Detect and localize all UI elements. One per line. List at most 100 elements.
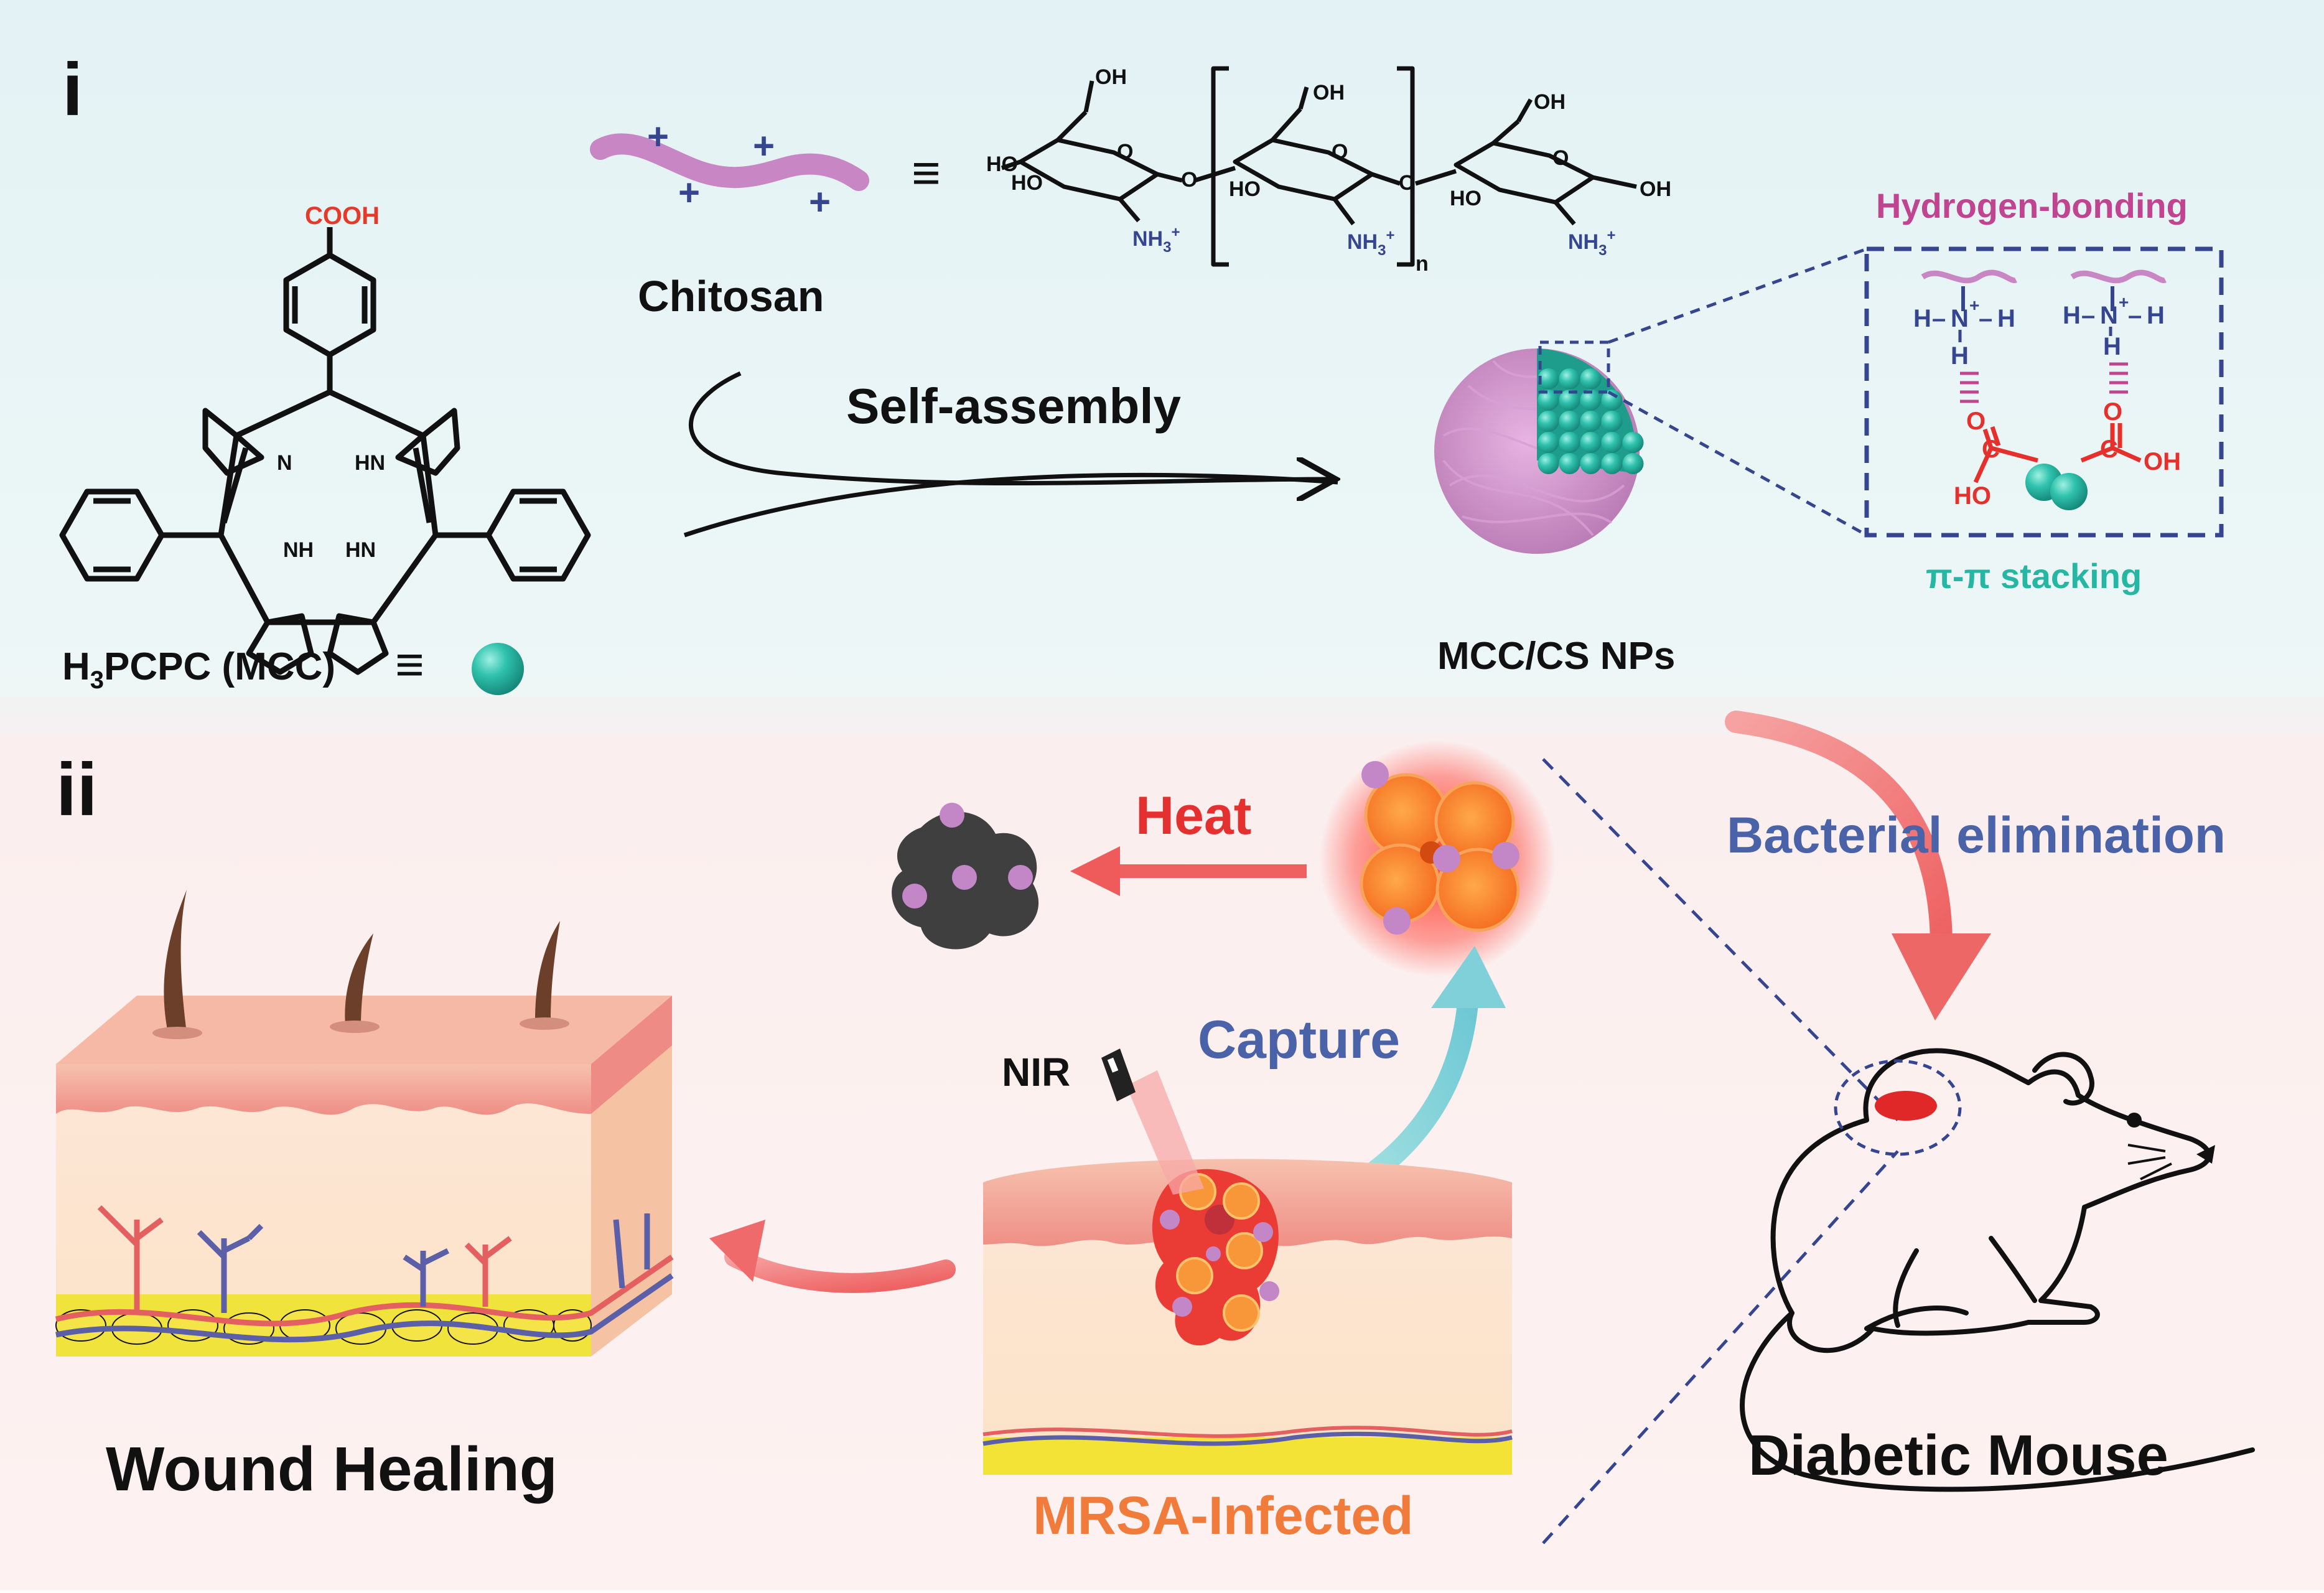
svg-text:OH: OH — [2144, 448, 2181, 475]
nanoparticle-core-sphere — [1559, 432, 1580, 453]
interaction-inset: H – N + – H H H – N + – H H — [1913, 269, 2181, 510]
interaction-inset-box — [1864, 246, 2224, 538]
svg-text:NH3+: NH3+ — [1568, 227, 1615, 259]
svg-text:–: – — [1932, 305, 1946, 332]
nanoparticle-core-sphere — [1601, 411, 1623, 432]
svg-text:NH3+: NH3+ — [1347, 227, 1394, 259]
bacterial-elimination-label: Bacterial elimination — [1727, 807, 2226, 864]
svg-text:N: N — [1951, 305, 1969, 332]
wound-healing-label: Wound Healing — [106, 1434, 558, 1504]
nanoparticle-core-sphere — [1559, 368, 1580, 390]
svg-text:C: C — [2100, 436, 2118, 463]
heat-label: Heat — [1136, 786, 1251, 846]
svg-text:H: H — [1913, 305, 1931, 332]
svg-text:+: + — [2119, 292, 2129, 312]
nanoparticle-core-sphere — [1580, 411, 1602, 432]
chitosan-amine-labels: NH3+ NH3+ NH3+ — [1132, 224, 1615, 259]
svg-text:OH: OH — [1313, 81, 1345, 105]
hydrogen-bonding-label: Hydrogen-bonding — [1876, 186, 2188, 225]
chitosan-chain-icon — [590, 133, 869, 191]
svg-text:HO: HO — [1954, 482, 1991, 510]
nanoparticle-core-sphere — [1601, 390, 1623, 411]
pyrrole-nh-label-left: NH — [283, 538, 314, 562]
mcc-label: H3PCPC (MCC) — [62, 645, 335, 694]
svg-text:H: H — [2103, 333, 2121, 360]
nanoparticle-core-sphere — [1538, 368, 1559, 390]
svg-text:NH3+: NH3+ — [1132, 224, 1180, 256]
panel-label-ii: ii — [56, 748, 98, 831]
svg-text:O: O — [1552, 146, 1569, 170]
panel-i-background — [0, 0, 2324, 716]
wound-highlight-circle — [1834, 1059, 1962, 1156]
svg-text:OH: OH — [1095, 65, 1127, 89]
svg-text:HO: HO — [1450, 187, 1482, 210]
svg-text:+: + — [809, 181, 831, 223]
nps-label: MCC/CS NPs — [1437, 635, 1675, 678]
svg-text:–: – — [2081, 302, 2095, 329]
svg-text:H: H — [2063, 302, 2081, 329]
svg-text:O: O — [1332, 140, 1348, 164]
svg-text:OH: OH — [1534, 90, 1566, 114]
chitosan-label: Chitosan — [638, 272, 824, 320]
nanoparticle-core-sphere — [1538, 411, 1559, 432]
svg-text:+: + — [647, 116, 669, 157]
teal-sphere-icon — [472, 643, 524, 695]
svg-text:N: N — [2100, 302, 2118, 329]
nanoparticle-core-sphere — [1559, 390, 1580, 411]
svg-text:O: O — [1181, 168, 1197, 192]
mouse-outline-icon — [1740, 1048, 2255, 1492]
svg-text:HO: HO — [1011, 171, 1043, 195]
svg-text:+: + — [753, 125, 775, 167]
nanoparticle-core-sphere — [1538, 432, 1559, 453]
nanoparticle-core-sphere — [1601, 432, 1623, 453]
svg-text:O: O — [1399, 171, 1415, 195]
wound-spot-icon — [1875, 1091, 1937, 1121]
nanoparticle-core-sphere — [1538, 453, 1559, 474]
svg-text:n: n — [1416, 252, 1429, 276]
dead-bacteria-cluster — [892, 803, 1039, 950]
nanoparticle-core-sphere — [1559, 411, 1580, 432]
svg-text:C: C — [1982, 436, 2000, 463]
svg-text:O: O — [1966, 408, 1986, 435]
pyrrole-hn-label: HN — [355, 451, 385, 475]
svg-text:HO: HO — [986, 152, 1018, 176]
bacterial-elimination-arrow — [1725, 711, 1953, 957]
nanoparticle-core-sphere — [1580, 368, 1602, 390]
mcc-porphyrin-structure — [59, 227, 591, 675]
nanoparticle-core-sphere — [1580, 453, 1602, 474]
self-assembly-arrow — [688, 371, 1332, 484]
mcc-equiv-symbol: ≡ — [395, 637, 424, 692]
svg-text:H: H — [1997, 305, 2015, 332]
pyrrole-n-label: N — [277, 451, 292, 475]
infected-skin-section — [982, 1159, 1513, 1475]
self-assembly-label: Self-assembly — [846, 378, 1182, 434]
svg-text:H: H — [1951, 342, 1969, 370]
nanoparticle-core-sphere — [1622, 453, 1644, 474]
nanoparticle-core-sphere — [1580, 390, 1602, 411]
svg-text:+: + — [1969, 296, 1979, 315]
svg-text:H: H — [2147, 302, 2165, 329]
capture-label: Capture — [1198, 1010, 1400, 1070]
svg-text:OH: OH — [1640, 177, 1671, 201]
nir-laser-icon — [1101, 1049, 1204, 1195]
chitosan-equiv-symbol: ≡ — [912, 145, 941, 200]
svg-text:–: – — [2128, 302, 2142, 329]
glowing-bacteria-cluster — [1319, 740, 1556, 977]
healed-skin-block — [55, 890, 674, 1357]
chitosan-structure — [1001, 66, 1637, 267]
cooh-label: COOH — [305, 202, 380, 230]
svg-text:O: O — [1117, 140, 1133, 164]
nanoparticle-core-sphere — [1601, 453, 1623, 474]
mcc-cs-nanoparticle — [1434, 348, 1644, 554]
panel-label-i: i — [62, 48, 83, 131]
chitosan-atom-labels: OH OH OH HO HO HO HO OH O O O O O n — [986, 65, 1671, 276]
nanoparticle-core-sphere — [1622, 432, 1644, 453]
nir-label: NIR — [1002, 1050, 1070, 1095]
nanoparticle-core-sphere — [1538, 390, 1559, 411]
mrsa-infected-label: MRSA-Infected — [1033, 1486, 1414, 1546]
pi-stacking-label: π-π stacking — [1926, 556, 2142, 596]
pyrrole-hn-label-right: HN — [345, 538, 376, 562]
svg-text:+: + — [678, 172, 700, 213]
zoom-box-small — [1538, 340, 1610, 394]
nanoparticle-core-sphere — [1559, 453, 1580, 474]
